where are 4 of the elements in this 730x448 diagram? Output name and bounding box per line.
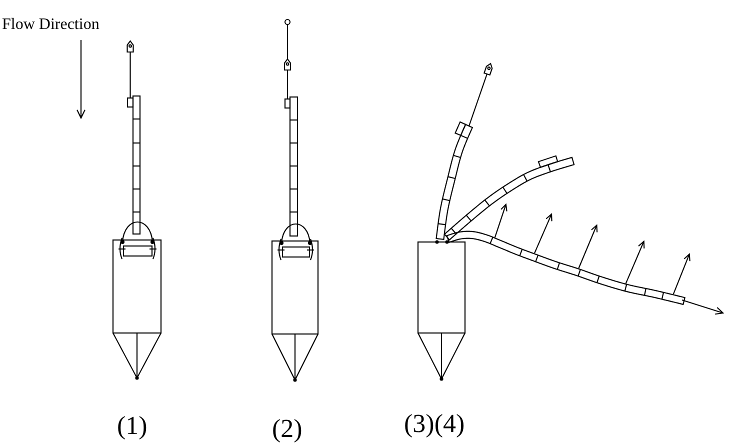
figure-number: (2) [272, 416, 302, 442]
figure-number: (3)(4) [404, 411, 465, 437]
figure-number: (1) [117, 413, 148, 439]
flow-direction-label: Flow Direction [2, 17, 100, 33]
